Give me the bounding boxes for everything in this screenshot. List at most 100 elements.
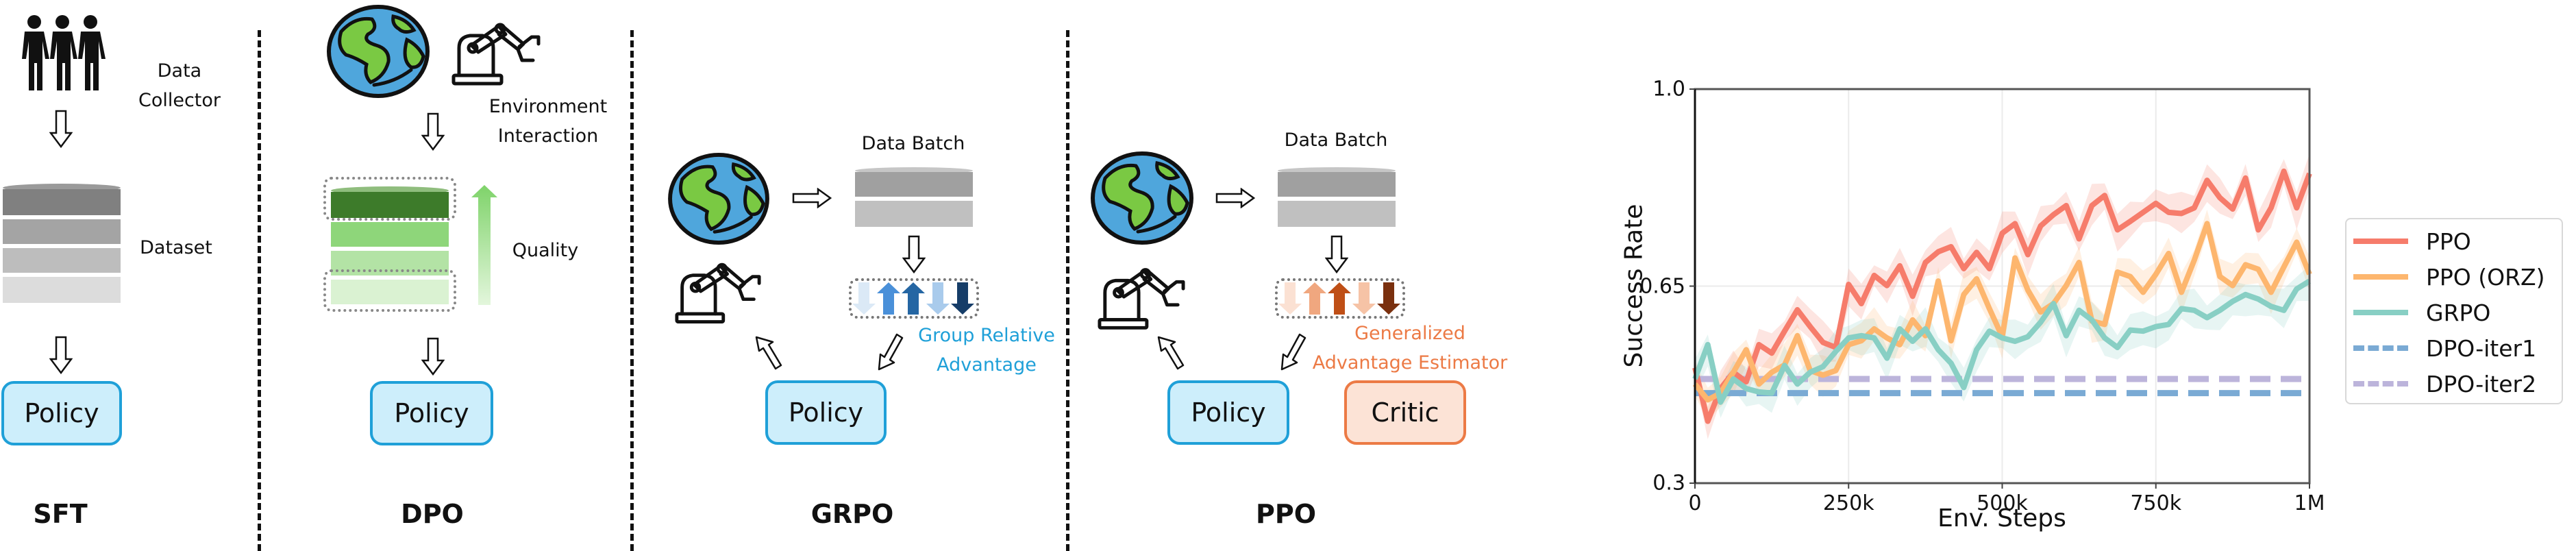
right-arrow-icon [1215, 188, 1255, 208]
down-arrow-icon [421, 337, 445, 376]
down-arrow-icon [49, 110, 73, 148]
generalized-advantage-estimator-label: Generalized Advantage Estimator [1313, 319, 1508, 378]
data-collector-line1: Data [157, 60, 202, 82]
quality-arrow-icon [471, 185, 497, 305]
legend-label: DPO-iter1 [2426, 334, 2537, 362]
y-tick-label: 0.65 [1639, 274, 1685, 298]
up-left-arrow-icon [1157, 336, 1185, 370]
sft-title: SFT [33, 499, 88, 529]
people-icon [22, 15, 106, 90]
down-left-arrow-icon [878, 333, 904, 371]
data-collector-line2: Collector [138, 90, 221, 112]
up-arrow-icon [902, 282, 925, 315]
legend-item: PPO (ORZ) [2353, 263, 2545, 291]
grpo-line [1692, 278, 2312, 405]
gae-advantage-box [1275, 278, 1405, 319]
section-divider [630, 30, 634, 551]
y-tick-label: 0.3 [1652, 471, 1685, 495]
grpo-band [1695, 265, 2309, 418]
grid [1694, 88, 2310, 484]
legend-label: GRPO [2426, 299, 2491, 326]
up-arrow-icon [1303, 282, 1326, 315]
policy-box: Policy [370, 381, 493, 445]
dpo-title: DPO [401, 499, 464, 529]
env-line1: Environment [488, 96, 608, 117]
data-batch-label: Data Batch [1284, 130, 1388, 151]
ppo-title: PPO [1255, 499, 1317, 529]
robot-arm-icon [451, 23, 541, 86]
down-arrow-icon [1278, 282, 1302, 315]
env-line2: Interaction [497, 125, 599, 147]
x-tick-label: 250k [1822, 491, 1874, 515]
legend-swatch [2353, 274, 2408, 280]
advantage-line2: Advantage [937, 354, 1037, 376]
down-arrow-icon [951, 282, 974, 315]
data-batch-label: Data Batch [861, 133, 965, 154]
ppo-line [1692, 168, 2312, 424]
axes [1689, 88, 2311, 489]
critic-box: Critic [1344, 380, 1466, 445]
database-icon [1278, 167, 1396, 227]
advantage-line2: Advantage Estimator [1312, 352, 1508, 374]
legend-swatch [2353, 238, 2408, 244]
up-left-arrow-icon [755, 336, 782, 370]
down-arrow-icon [1377, 282, 1400, 315]
policy-box: Policy [765, 380, 887, 445]
section-divider [258, 30, 261, 551]
group-relative-advantage-label: Group Relative Advantage [918, 321, 1055, 380]
grpo-title: GRPO [810, 499, 894, 529]
advantage-line1: Group Relative [918, 325, 1055, 346]
database-icon [3, 184, 121, 303]
legend-item: DPO-iter1 [2353, 334, 2536, 362]
y-axis-title: Success Rate [1620, 204, 1648, 368]
down-arrow-icon [926, 282, 950, 315]
down-left-arrow-icon [1280, 333, 1306, 371]
x-tick-label: 0 [1688, 491, 1702, 515]
chosen-sample-box [323, 177, 456, 221]
legend-label: PPO [2426, 228, 2471, 255]
legend-item: DPO-iter2 [2353, 370, 2536, 397]
legend-label: PPO (ORZ) [2426, 263, 2545, 291]
up-arrow-icon [877, 282, 900, 315]
up-arrow-icon [1328, 282, 1351, 315]
legend-item: GRPO [2353, 299, 2490, 326]
right-arrow-icon [792, 188, 832, 208]
quality-label: Quality [512, 240, 579, 261]
legend-label: DPO-iter2 [2426, 370, 2537, 397]
robot-arm-icon [1098, 268, 1185, 330]
dataset-label: Dataset [140, 237, 212, 258]
section-divider [1066, 30, 1069, 551]
rejected-sample-box [323, 269, 456, 312]
legend-swatch [2353, 310, 2408, 315]
group-advantage-box [849, 278, 979, 319]
down-arrow-icon [421, 112, 445, 151]
globe-icon [327, 5, 430, 98]
y-tick-label: 1.0 [1652, 77, 1685, 101]
advantage-arrows [852, 282, 974, 315]
x-axis-title: Env. Steps [1937, 504, 2066, 532]
series-lines [1692, 168, 2312, 424]
legend-swatch [2353, 345, 2408, 351]
legend-item: PPO [2353, 228, 2471, 255]
robot-arm-icon [675, 262, 761, 324]
down-arrow-icon [49, 336, 73, 374]
advantage-line1: Generalized [1354, 323, 1465, 344]
environment-interaction-label: Environment Interaction [489, 92, 607, 151]
policy-box: Policy [1, 381, 122, 445]
down-arrow-icon [1352, 282, 1376, 315]
data-collector-label: Data Collector [138, 56, 221, 115]
advantage-arrows [1278, 282, 1400, 315]
down-arrow-icon [852, 282, 876, 315]
policy-box: Policy [1167, 380, 1289, 445]
x-tick-label: 750k [2130, 491, 2182, 515]
globe-icon [1091, 151, 1193, 245]
x-tick-label: 500k [1977, 491, 2028, 515]
database-icon [855, 167, 973, 227]
down-arrow-icon [902, 235, 926, 274]
down-arrow-icon [1325, 235, 1348, 274]
globe-icon [668, 152, 769, 245]
x-tick-label: 1M [2294, 491, 2325, 515]
legend-swatch [2353, 381, 2408, 387]
